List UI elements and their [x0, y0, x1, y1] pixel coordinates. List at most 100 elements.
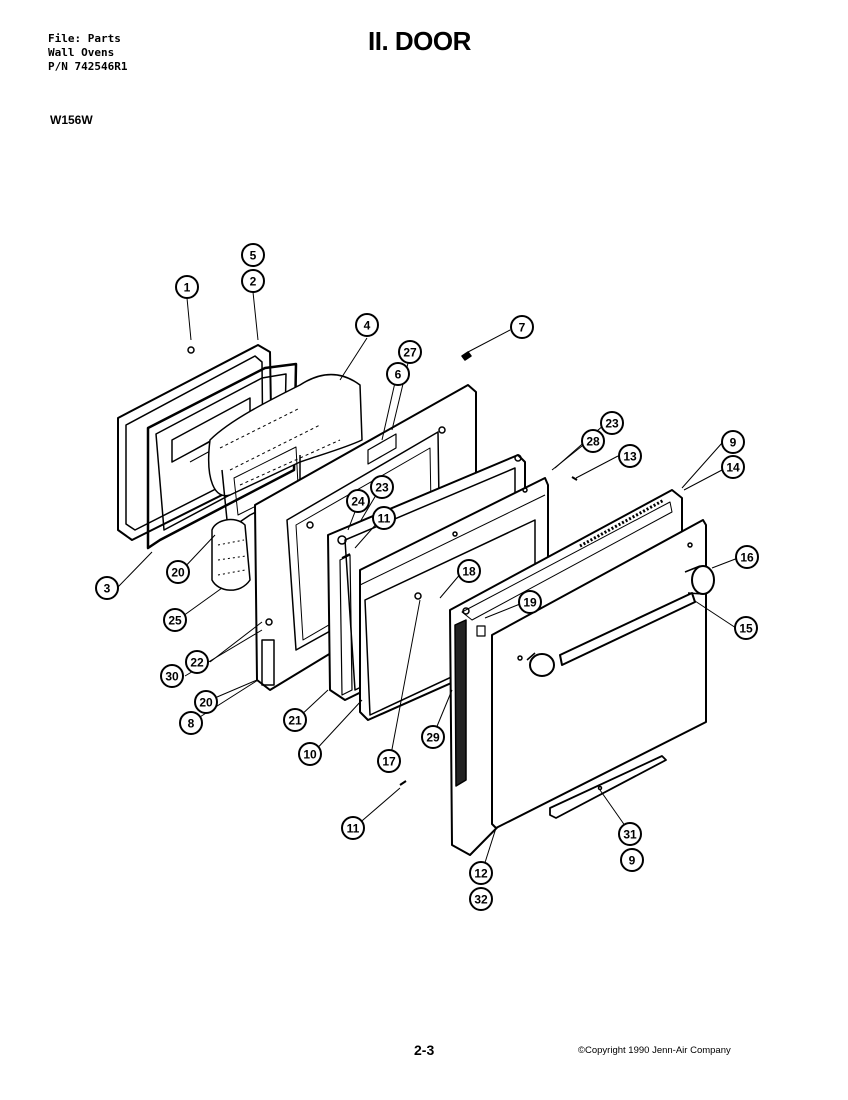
- callout-3: 3: [95, 576, 119, 600]
- callout-circle: [377, 749, 401, 773]
- callout-circle: [600, 411, 624, 435]
- file-line: File: Parts: [48, 32, 121, 45]
- lower-insulation: [211, 518, 251, 591]
- copyright-notice: ©Copyright 1990 Jenn-Air Company: [578, 1045, 731, 1056]
- callout-label: 23: [375, 481, 389, 495]
- callout-label: 25: [168, 614, 182, 628]
- callout-circle: [95, 576, 119, 600]
- callout-label: 20: [199, 696, 213, 710]
- callout-label: 31: [623, 828, 637, 842]
- callout-circle: [355, 313, 379, 337]
- callout-label: 30: [165, 670, 179, 684]
- callout-label: 23: [605, 417, 619, 431]
- callout-4: 4: [355, 313, 379, 337]
- callout-12: 12: [469, 861, 493, 885]
- callout-label: 22: [190, 656, 204, 670]
- callout-25: 25: [163, 608, 187, 632]
- callout-label: 10: [303, 748, 317, 762]
- callout-circle: [469, 861, 493, 885]
- callout-circle: [370, 475, 394, 499]
- callout-1: 1: [175, 275, 199, 299]
- callout-circle: [241, 243, 265, 267]
- callout-label: 11: [378, 512, 391, 526]
- callout-10: 10: [298, 742, 322, 766]
- callout-circle: [721, 455, 745, 479]
- model-number: W156W: [50, 113, 93, 127]
- callout-label: 5: [250, 249, 257, 263]
- callout-circle: [469, 887, 493, 911]
- callout-11: 11: [372, 506, 396, 530]
- callout-circle: [194, 690, 218, 714]
- category-line: Wall Ovens: [48, 46, 115, 59]
- callout-circle: [341, 816, 365, 840]
- page-number: 2-3: [414, 1042, 435, 1058]
- callout-32: 32: [469, 887, 493, 911]
- callout-label: 9: [730, 436, 737, 450]
- callout-23: 23: [600, 411, 624, 435]
- door-handle: [526, 565, 715, 677]
- callout-5: 5: [241, 243, 265, 267]
- callout-circle: [421, 725, 445, 749]
- callout-label: 28: [586, 435, 600, 449]
- callout-circle: [372, 506, 396, 530]
- callout-circle: [179, 711, 203, 735]
- callout-6: 6: [386, 362, 410, 386]
- callout-circle: [510, 315, 534, 339]
- file-info-block: File: Parts Wall Ovens P/N 742546R1: [48, 32, 127, 74]
- callout-9: 9: [721, 430, 745, 454]
- callout-label: 6: [395, 368, 402, 382]
- callout-circle: [346, 489, 370, 513]
- callout-label: 17: [382, 755, 396, 769]
- callout-18: 18: [457, 559, 481, 583]
- callout-27: 27: [398, 340, 422, 364]
- callout-23: 23: [370, 475, 394, 499]
- callout-label: 8: [188, 717, 195, 731]
- callout-circle: [160, 664, 184, 688]
- callout-circle: [620, 848, 644, 872]
- callout-19: 19: [518, 590, 542, 614]
- callout-circle: [581, 429, 605, 453]
- callout-circle: [618, 822, 642, 846]
- callout-label: 11: [347, 822, 360, 836]
- callout-label: 32: [474, 893, 488, 907]
- callout-label: 1: [184, 281, 191, 295]
- callout-30: 30: [160, 664, 184, 688]
- callout-31: 31: [618, 822, 642, 846]
- callout-22: 22: [185, 650, 209, 674]
- callout-label: 18: [462, 565, 476, 579]
- callout-circle: [386, 362, 410, 386]
- callout-11: 11: [341, 816, 365, 840]
- callout-16: 16: [735, 545, 759, 569]
- page-title: II. DOOR: [368, 26, 471, 56]
- callout-24: 24: [346, 489, 370, 513]
- callout-14: 14: [721, 455, 745, 479]
- part-number-line: P/N 742546R1: [48, 60, 128, 73]
- callout-circle: [298, 742, 322, 766]
- callout-circle: [166, 560, 190, 584]
- callout-9: 9: [620, 848, 644, 872]
- callout-circle: [185, 650, 209, 674]
- front-door-panel: [491, 519, 707, 829]
- callout-label: 24: [351, 495, 365, 509]
- callout-circle: [457, 559, 481, 583]
- callout-20: 20: [166, 560, 190, 584]
- callout-8: 8: [179, 711, 203, 735]
- callout-13: 13: [618, 444, 642, 468]
- insulation-blanket: [208, 373, 363, 531]
- callout-label: 21: [288, 714, 302, 728]
- callout-label: 4: [364, 319, 371, 333]
- callout-label: 2: [250, 275, 257, 289]
- callout-circle: [175, 275, 199, 299]
- callout-circle: [735, 545, 759, 569]
- callout-29: 29: [421, 725, 445, 749]
- callout-label: 19: [523, 596, 537, 610]
- callout-circle: [163, 608, 187, 632]
- callout-label: 7: [519, 321, 526, 335]
- screws: [341, 351, 578, 786]
- callout-2: 2: [241, 269, 265, 293]
- callout-28: 28: [581, 429, 605, 453]
- callout-circle: [283, 708, 307, 732]
- callout-label: 15: [739, 622, 753, 636]
